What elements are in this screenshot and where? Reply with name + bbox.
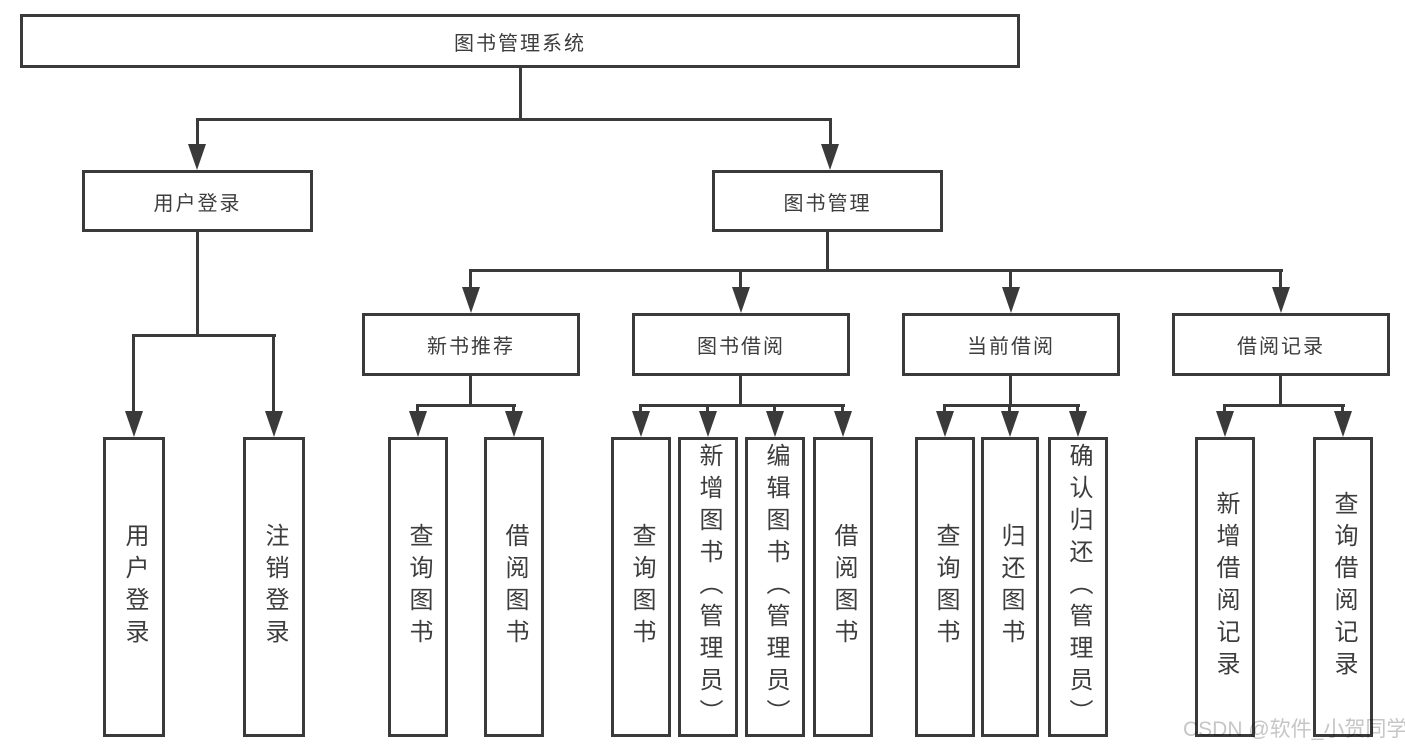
arrowhead-icon: [732, 287, 750, 313]
arrowhead-icon: [1002, 287, 1020, 313]
arrowhead-icon: [821, 144, 839, 170]
arrowhead-icon: [505, 411, 523, 437]
connector-line: [196, 118, 832, 121]
leaf-borrowing-add-books-admin: 新增图书（管理员）: [678, 437, 738, 737]
node-label: 用户登录: [153, 192, 242, 215]
node-label: 当前借阅: [967, 336, 1055, 358]
connector-line: [773, 404, 776, 414]
connector-line: [1341, 404, 1344, 414]
node-label: 确认归还（管理员）: [1065, 443, 1092, 731]
connector-line: [1223, 404, 1226, 414]
node-label: 借阅记录: [1237, 336, 1325, 358]
connector-line: [826, 232, 829, 272]
node-label: 图书借阅: [697, 336, 785, 358]
connector-line: [639, 404, 845, 407]
arrowhead-icon: [265, 411, 283, 437]
connector-line: [1223, 404, 1345, 407]
leaf-records-query-record: 查询借阅记录: [1313, 437, 1373, 737]
connector-line: [512, 404, 515, 414]
arrowhead-icon: [1216, 411, 1234, 437]
arrowhead-icon: [462, 287, 480, 313]
arrowhead-icon: [1001, 411, 1019, 437]
connector-line: [739, 269, 742, 289]
node-label: 查询借阅记录: [1330, 491, 1357, 683]
connector-line: [1076, 404, 1079, 414]
connector-line: [196, 118, 199, 146]
leaf-user-login: 用户登录: [103, 437, 165, 737]
node-library-system: 图书管理系统: [20, 14, 1020, 68]
leaf-current-return-books: 归还图书: [981, 437, 1039, 737]
node-label: 新增借阅记录: [1212, 491, 1239, 683]
node-current-borrowing: 当前借阅: [902, 313, 1120, 376]
csdn-watermark: CSDN @软件_小贺同学: [1183, 718, 1405, 741]
leaf-records-add-record: 新增借阅记录: [1195, 437, 1255, 737]
connector-line: [470, 269, 1283, 272]
node-label: 查询图书: [628, 523, 655, 651]
connector-line: [1009, 269, 1012, 289]
node-label: 借阅图书: [501, 523, 528, 651]
node-label: 归还图书: [997, 523, 1024, 651]
connector-line: [1279, 376, 1282, 407]
arrowhead-icon: [409, 411, 427, 437]
connector-line: [639, 404, 642, 414]
connector-line: [469, 269, 472, 289]
connector-line: [272, 334, 275, 412]
connector-line: [132, 334, 276, 337]
connector-line: [739, 376, 742, 407]
arrowhead-icon: [834, 411, 852, 437]
node-label: 图书管理: [783, 192, 872, 215]
connector-line: [943, 404, 1080, 407]
node-label: 查询图书: [405, 523, 432, 651]
connector-line: [706, 404, 709, 414]
connector-line: [829, 118, 832, 146]
leaf-borrowing-borrow-books: 借阅图书: [813, 437, 873, 737]
connector-line: [132, 334, 135, 412]
connector-line: [416, 404, 516, 407]
arrowhead-icon: [1069, 411, 1087, 437]
leaf-logout-login: 注销登录: [243, 437, 305, 737]
arrowhead-icon: [1272, 287, 1290, 313]
node-label: 新书推荐: [427, 336, 515, 358]
leaf-current-query-books: 查询图书: [915, 437, 975, 737]
arrowhead-icon: [632, 411, 650, 437]
arrowhead-icon: [1334, 411, 1352, 437]
node-label: 用户登录: [121, 523, 148, 651]
node-book-management: 图书管理: [712, 170, 943, 232]
node-label: 新增图书（管理员）: [695, 443, 722, 731]
connector-line: [469, 376, 472, 407]
connector-line: [1279, 269, 1282, 289]
connector-line: [519, 68, 522, 121]
node-label: 借阅图书: [830, 523, 857, 651]
connector-line: [841, 404, 844, 414]
connector-line: [1008, 404, 1011, 414]
arrowhead-icon: [699, 411, 717, 437]
arrowhead-icon: [125, 411, 143, 437]
node-user-login: 用户登录: [82, 170, 313, 232]
connector-line: [1009, 376, 1012, 407]
connector-line: [196, 232, 199, 337]
arrowhead-icon: [766, 411, 784, 437]
leaf-borrowing-edit-books-admin: 编辑图书（管理员）: [745, 437, 805, 737]
connector-line: [943, 404, 946, 414]
leaf-borrowing-query-books: 查询图书: [611, 437, 671, 737]
node-label: 查询图书: [932, 523, 959, 651]
leaf-newbook-query-books: 查询图书: [388, 437, 448, 737]
node-book-borrowing: 图书借阅: [632, 313, 850, 376]
connector-line: [416, 404, 419, 414]
node-borrow-records: 借阅记录: [1172, 313, 1390, 376]
leaf-current-confirm-return-admin: 确认归还（管理员）: [1048, 437, 1108, 737]
node-label: 注销登录: [261, 523, 288, 651]
node-new-book-recommend: 新书推荐: [362, 313, 580, 376]
node-label: 编辑图书（管理员）: [762, 443, 789, 731]
arrowhead-icon: [188, 144, 206, 170]
leaf-newbook-borrow-books: 借阅图书: [484, 437, 544, 737]
arrowhead-icon: [936, 411, 954, 437]
node-label: 图书管理系统: [454, 32, 586, 55]
